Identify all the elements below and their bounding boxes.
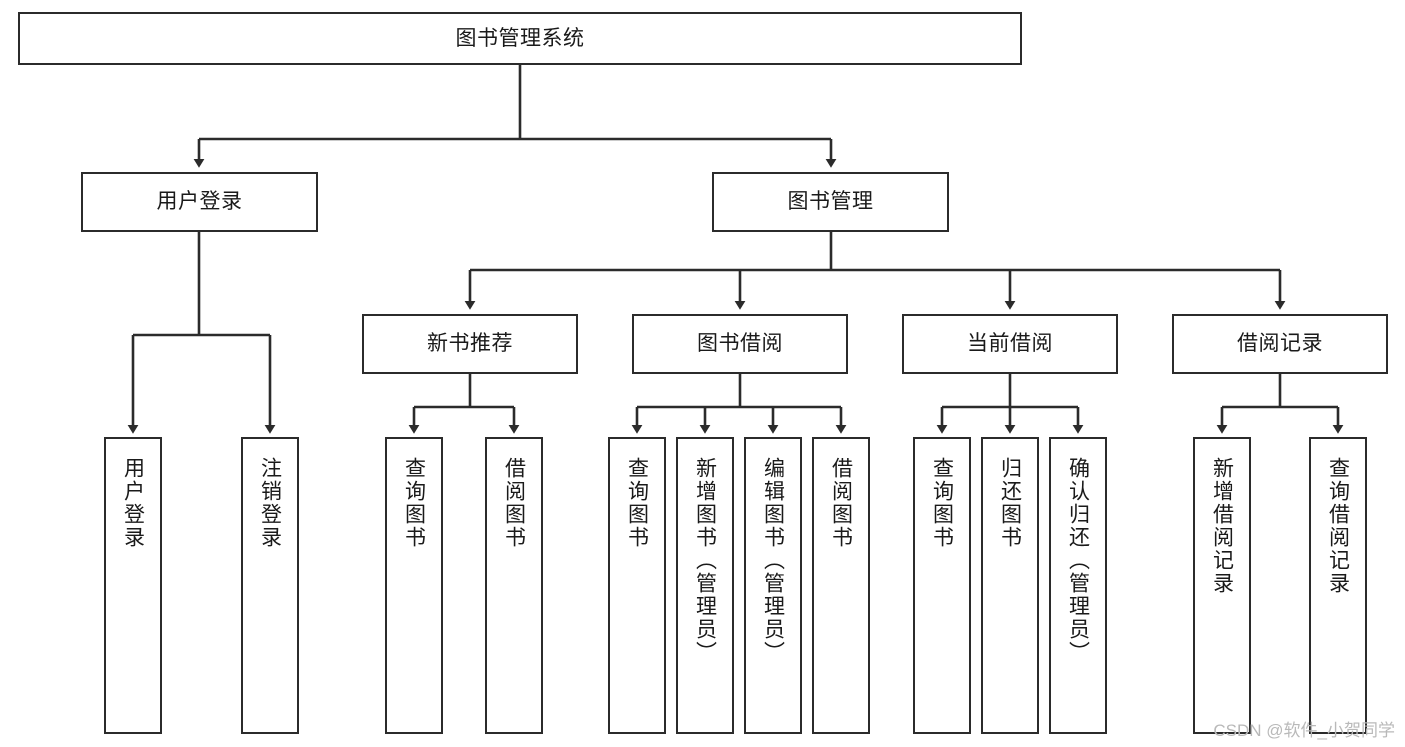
node-leaf-borrow-book-1[interactable]: 借阅图书 bbox=[485, 437, 543, 734]
node-user-login[interactable]: 用户登录 bbox=[81, 172, 318, 232]
node-root[interactable]: 图书管理系统 bbox=[18, 12, 1022, 65]
node-leaf-edit-book-label: 编辑图书（管理员） bbox=[761, 457, 785, 664]
node-leaf-user-logout-label: 注销登录 bbox=[258, 457, 282, 549]
node-leaf-borrow-book-1-label: 借阅图书 bbox=[502, 457, 526, 549]
node-user-login-label: 用户登录 bbox=[156, 190, 243, 214]
node-leaf-add-record-label: 新增借阅记录 bbox=[1210, 457, 1234, 595]
node-leaf-query-book-2[interactable]: 查询图书 bbox=[608, 437, 666, 734]
node-leaf-query-book-1-label: 查询图书 bbox=[402, 457, 426, 549]
node-leaf-query-record[interactable]: 查询借阅记录 bbox=[1309, 437, 1367, 734]
node-leaf-query-book-1[interactable]: 查询图书 bbox=[385, 437, 443, 734]
node-borrow-record[interactable]: 借阅记录 bbox=[1172, 314, 1388, 374]
node-leaf-query-book-3-label: 查询图书 bbox=[930, 457, 954, 549]
node-current-borrow[interactable]: 当前借阅 bbox=[902, 314, 1118, 374]
node-book-borrow[interactable]: 图书借阅 bbox=[632, 314, 848, 374]
node-leaf-borrow-book-2-label: 借阅图书 bbox=[829, 457, 853, 549]
node-leaf-query-book-2-label: 查询图书 bbox=[625, 457, 649, 549]
node-current-borrow-label: 当前借阅 bbox=[967, 332, 1053, 356]
node-leaf-return-book[interactable]: 归还图书 bbox=[981, 437, 1039, 734]
node-new-book-recommend-label: 新书推荐 bbox=[427, 332, 513, 356]
node-leaf-user-login[interactable]: 用户登录 bbox=[104, 437, 162, 734]
node-leaf-edit-book[interactable]: 编辑图书（管理员） bbox=[744, 437, 802, 734]
node-root-label: 图书管理系统 bbox=[455, 26, 585, 50]
node-leaf-add-book-label: 新增图书（管理员） bbox=[693, 457, 717, 664]
node-leaf-confirm-return-label: 确认归还（管理员） bbox=[1066, 457, 1090, 664]
node-new-book-recommend[interactable]: 新书推荐 bbox=[362, 314, 578, 374]
node-book-management[interactable]: 图书管理 bbox=[712, 172, 949, 232]
node-leaf-confirm-return[interactable]: 确认归还（管理员） bbox=[1049, 437, 1107, 734]
node-leaf-user-logout[interactable]: 注销登录 bbox=[241, 437, 299, 734]
node-leaf-add-book[interactable]: 新增图书（管理员） bbox=[676, 437, 734, 734]
node-borrow-record-label: 借阅记录 bbox=[1237, 332, 1323, 356]
node-leaf-return-book-label: 归还图书 bbox=[998, 457, 1022, 549]
node-book-borrow-label: 图书借阅 bbox=[697, 332, 783, 356]
node-leaf-add-record[interactable]: 新增借阅记录 bbox=[1193, 437, 1251, 734]
node-leaf-query-record-label: 查询借阅记录 bbox=[1326, 457, 1350, 595]
node-leaf-user-login-label: 用户登录 bbox=[121, 457, 145, 549]
node-leaf-query-book-3[interactable]: 查询图书 bbox=[913, 437, 971, 734]
node-leaf-borrow-book-2[interactable]: 借阅图书 bbox=[812, 437, 870, 734]
node-book-management-label: 图书管理 bbox=[787, 190, 874, 214]
